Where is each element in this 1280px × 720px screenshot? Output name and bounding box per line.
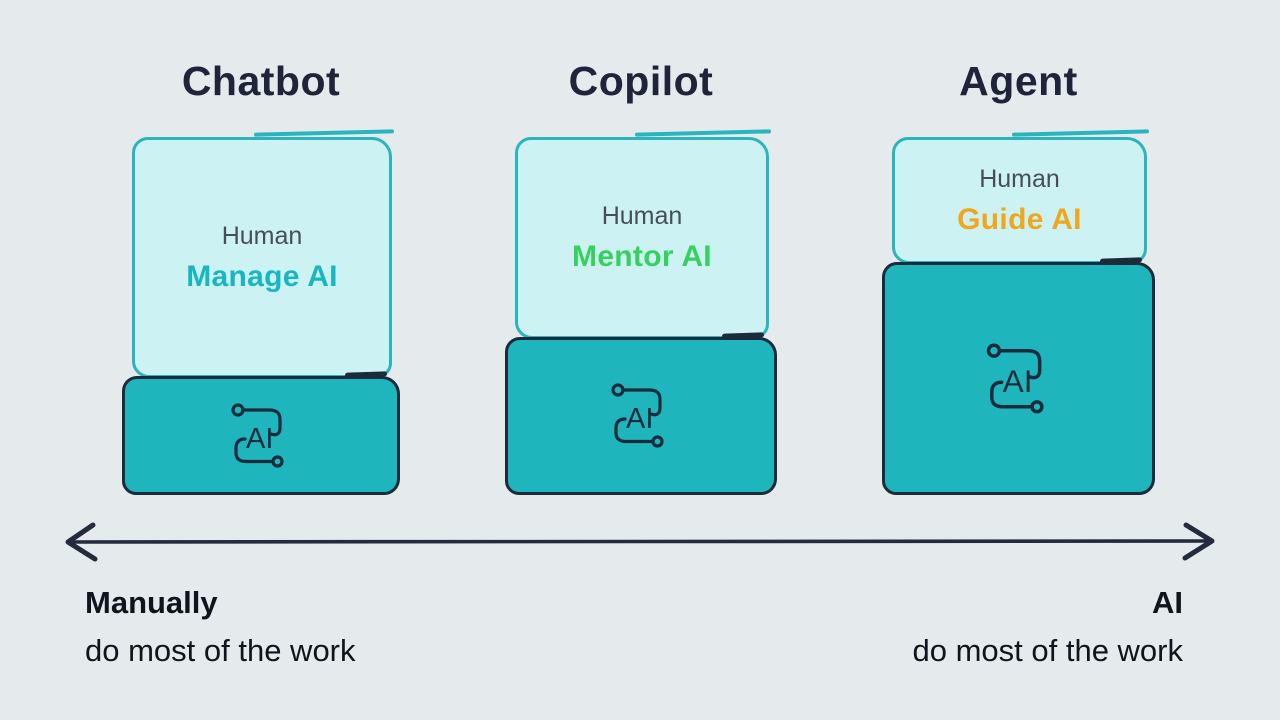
ai-circuit-icon: AI xyxy=(231,402,284,468)
column-title: Copilot xyxy=(568,58,714,104)
ai-circuit-icon: AI xyxy=(986,343,1044,413)
human-action-label: Manage AI xyxy=(186,259,338,293)
column-title: Agent xyxy=(959,58,1078,104)
axis-label-left: Manually do most of the work xyxy=(85,580,356,676)
column-agent: Agent Human Guide AI AI xyxy=(882,58,1155,495)
ai-circuit-icon: AI xyxy=(611,383,664,448)
column-chatbot: Chatbot Human Manage AI AI xyxy=(122,58,400,495)
axis-left-title: Manually xyxy=(85,585,218,620)
column-copilot: Copilot Human Mentor AI AI xyxy=(505,58,777,495)
spectrum-arrow xyxy=(65,522,1215,562)
ai-card: AI xyxy=(122,376,400,495)
axis-label-right: AI do most of the work xyxy=(912,580,1183,676)
human-action-label: Guide AI xyxy=(957,202,1082,236)
ai-icon-label: AI xyxy=(246,423,273,455)
column-title: Chatbot xyxy=(181,58,341,104)
human-label: Human xyxy=(601,202,683,230)
human-card: Human Mentor AI xyxy=(515,137,769,339)
human-label: Human xyxy=(979,164,1060,193)
ai-icon-label: AI xyxy=(1002,363,1032,399)
axis-left-subtitle: do most of the work xyxy=(85,633,356,668)
ai-card: AI xyxy=(505,337,777,495)
human-action-label: Mentor AI xyxy=(572,240,712,273)
axis-right-subtitle: do most of the work xyxy=(912,633,1183,668)
human-card: Human Manage AI xyxy=(132,137,392,378)
ai-icon-label: AI xyxy=(626,403,653,435)
ai-card: AI xyxy=(882,262,1155,495)
human-label: Human xyxy=(221,221,303,250)
axis-right-title: AI xyxy=(1152,585,1183,620)
human-card: Human Guide AI xyxy=(892,137,1147,264)
